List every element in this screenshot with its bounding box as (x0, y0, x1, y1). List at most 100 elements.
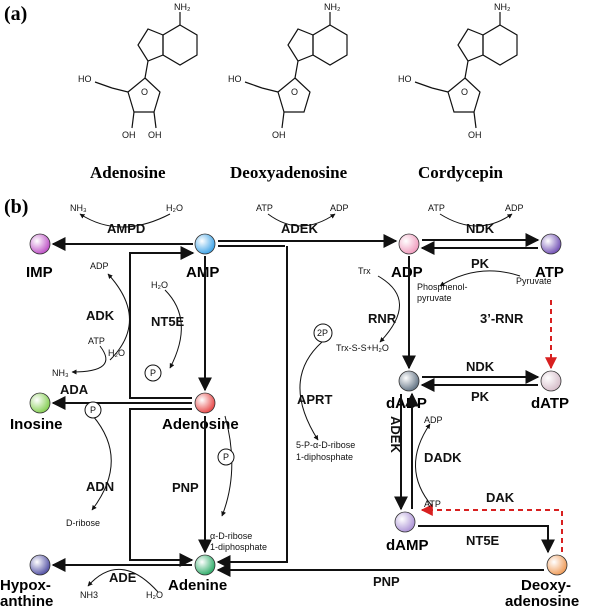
enzyme-rnr: RNR (368, 311, 397, 326)
p-circle-nt5e (144, 364, 162, 382)
enzyme-nt5e-2: NT5E (466, 533, 500, 548)
cof-atp-adk: ATP (88, 336, 105, 346)
cof-h2o-ada: H₂O (108, 348, 125, 358)
deoxy-label-1: Deoxy- (521, 577, 571, 594)
curve-pnp (221, 415, 233, 517)
deoxy-label-2: adenosine (505, 593, 579, 610)
enzyme-ada: ADA (60, 382, 89, 397)
inosine-node (29, 392, 51, 414)
cof-adp-adk: ADP (90, 261, 109, 271)
panel-b-label: (b) (4, 196, 28, 218)
damp-label: dAMP (386, 537, 429, 554)
enzyme-nt5e-1: NT5E (151, 314, 185, 329)
adenosine-oh1: OH (122, 130, 136, 140)
panel-a-label: (a) (4, 3, 27, 25)
deoxyadenosine-oh: OH (272, 130, 286, 140)
enzyme-ndk-2: NDK (466, 359, 495, 374)
imp-node (29, 233, 51, 255)
hypoxanthine-node (29, 554, 51, 576)
adenosine-node (194, 392, 216, 414)
p-circle-pnp (217, 448, 235, 466)
enzyme-dak: DAK (486, 490, 515, 505)
cof-prpp-1: 5-P-α-D-ribose (296, 440, 355, 450)
cof-nh3-ade: NH3 (80, 590, 98, 600)
deoxyadenosine-ho: HO (228, 74, 242, 84)
adenosine-node-label: Adenosine (162, 416, 239, 433)
amp-label: AMP (186, 264, 219, 281)
cof-trx-s: Trx-S-S+H₂O (336, 343, 389, 353)
cordycepin-nh2: NH₂ (494, 2, 511, 12)
cof-dribose: D-ribose (66, 518, 100, 528)
adp-label: ADP (391, 264, 423, 281)
enzyme-adk: ADK (86, 308, 115, 323)
cof-adr-1: α-D-ribose (210, 531, 252, 541)
enzyme-pnp-2: PNP (373, 574, 400, 589)
cof-p-adn: P (90, 405, 96, 415)
cof-adp-dadk: ADP (424, 415, 443, 425)
cof-h2o-nt5e: H₂O (151, 280, 168, 290)
datp-label: dATP (531, 395, 569, 412)
curve-adk (107, 273, 130, 361)
adenosine-nh2: NH₂ (174, 2, 191, 12)
adenosine-structure (94, 12, 198, 129)
arrow-adn-rail (129, 408, 194, 567)
enzyme-3rnr: 3’-RNR (480, 311, 524, 326)
imp-label: IMP (26, 264, 53, 281)
adenine-label: Adenine (168, 577, 227, 594)
enzyme-pk-2: PK (471, 389, 490, 404)
cof-trx: Trx (358, 266, 371, 276)
adp-node (398, 233, 420, 255)
hypox-label-1: Hypox- (0, 577, 51, 594)
arrow-adk-rail (129, 246, 195, 399)
datp-node (540, 370, 562, 392)
enzyme-aprt: APRT (297, 392, 332, 407)
cof-h2o-ade: H₂O (146, 590, 163, 600)
enzyme-ampd: AMPD (107, 221, 145, 236)
damp-node (394, 511, 416, 533)
cof-phosphenol-1: Phosphenol- (417, 282, 468, 292)
arrow-dak-red (420, 504, 563, 552)
cof-p-nt5e: P (150, 368, 156, 378)
deoxyadenosine-structure (244, 12, 348, 129)
cordycepin-ho: HO (398, 74, 412, 84)
deoxyadenosine-label: Deoxyadenosine (230, 163, 348, 182)
cordycepin-o: O (461, 87, 468, 97)
cof-prpp-2: 1-diphosphate (296, 452, 353, 462)
curve-nt5e (164, 289, 182, 369)
enzyme-adek: ADEK (281, 221, 318, 236)
cof-p-pnp: P (223, 452, 229, 462)
cof-nh3-top: NH₃ (70, 203, 87, 213)
cordycepin-oh: OH (468, 130, 482, 140)
cof-atp-ndk: ATP (428, 203, 445, 213)
cordycepin-structure (414, 12, 518, 129)
hypox-label-2: anthine (0, 593, 53, 610)
curve-pk (439, 270, 521, 287)
enzyme-dadk: DADK (424, 450, 462, 465)
p-circle-2p (313, 323, 333, 343)
cof-atp-adek: ATP (256, 203, 273, 213)
enzyme-adn: ADN (86, 479, 114, 494)
deoxyadenosine-o: O (291, 87, 298, 97)
curve-adek (267, 213, 336, 227)
cof-atp-dadk: ATP (424, 499, 441, 509)
dadp-node (398, 370, 420, 392)
cof-nh3-ada: NH₃ (52, 368, 69, 378)
cof-pyruvate: Pyruvate (516, 276, 552, 286)
deoxyadenosine-node (546, 554, 568, 576)
atp-label: ATP (535, 264, 564, 281)
cof-2p: 2P (317, 328, 328, 338)
inosine-label: Inosine (10, 416, 63, 433)
cof-adp-ndk: ADP (505, 203, 524, 213)
cof-adr-2: 1-diphosphate (210, 542, 267, 552)
curve-ndk (439, 213, 513, 227)
amp-node (194, 233, 216, 255)
adenosine-oh2: OH (148, 130, 162, 140)
enzyme-pnp-1: PNP (172, 480, 199, 495)
adenosine-o: O (141, 87, 148, 97)
curve-adn (91, 415, 112, 511)
cof-h2o-top: H₂O (166, 203, 183, 213)
cof-adp-adek: ADP (330, 203, 349, 213)
adenine-node (194, 554, 216, 576)
enzyme-pk-1: PK (471, 256, 490, 271)
